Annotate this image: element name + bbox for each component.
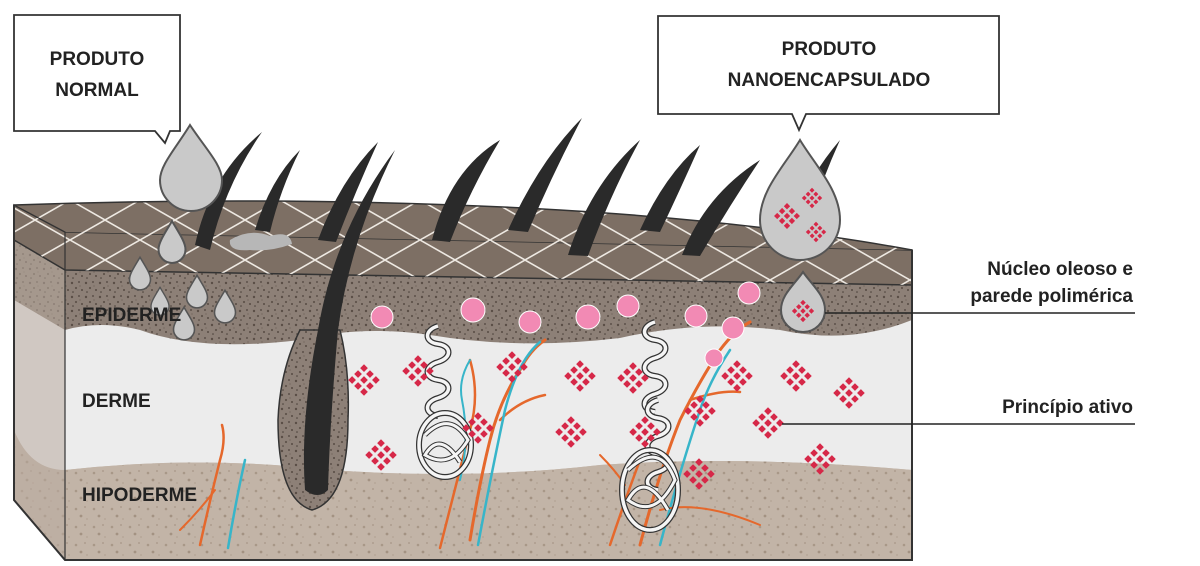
callout-nano-line1: PRODUTO	[782, 39, 877, 60]
normal-product-droplets	[128, 123, 237, 341]
label-hipoderme: HIPODERME	[82, 485, 197, 506]
label-epiderme: EPIDERME	[82, 305, 181, 326]
skin-block	[13, 200, 913, 561]
droplet-icon	[158, 123, 224, 212]
nanoparticle	[737, 281, 761, 305]
callout-normal-product: PRODUTO NORMAL	[13, 14, 181, 145]
callout-normal-line2: NORMAL	[55, 80, 139, 101]
label-derme: DERME	[82, 391, 151, 412]
nanoparticle	[370, 305, 394, 329]
nanoparticles	[370, 281, 761, 368]
annotation-nucleo-line2: parede polimérica	[970, 286, 1133, 307]
hair-follicle	[277, 150, 395, 511]
callout-nano-product: PRODUTO NANOENCAPSULADO	[657, 15, 1000, 133]
block-side-face	[14, 205, 65, 560]
nanoparticle	[518, 310, 542, 334]
sweat-gland-right	[619, 322, 681, 533]
callout-nano-line2: NANOENCAPSULADO	[728, 70, 931, 91]
annotation-principio-label: Princípio ativo	[1002, 397, 1133, 418]
nano-product-droplets	[758, 138, 842, 333]
annotation-nucleo-line1: Núcleo oleoso e	[987, 259, 1133, 280]
hair-strands	[195, 118, 840, 256]
nanoparticle	[575, 304, 601, 330]
nanoparticle	[460, 297, 486, 323]
nanoparticle	[721, 316, 745, 340]
nanoparticle	[684, 304, 708, 328]
callout-normal-line1: PRODUTO	[50, 49, 145, 70]
sweat-gland-left	[416, 326, 474, 480]
annotation-principio: Princípio ativo	[782, 397, 1135, 425]
annotation-nucleo: Núcleo oleoso e parede polimérica	[825, 259, 1135, 314]
nanoparticle	[704, 348, 724, 368]
nanoparticle	[616, 294, 640, 318]
